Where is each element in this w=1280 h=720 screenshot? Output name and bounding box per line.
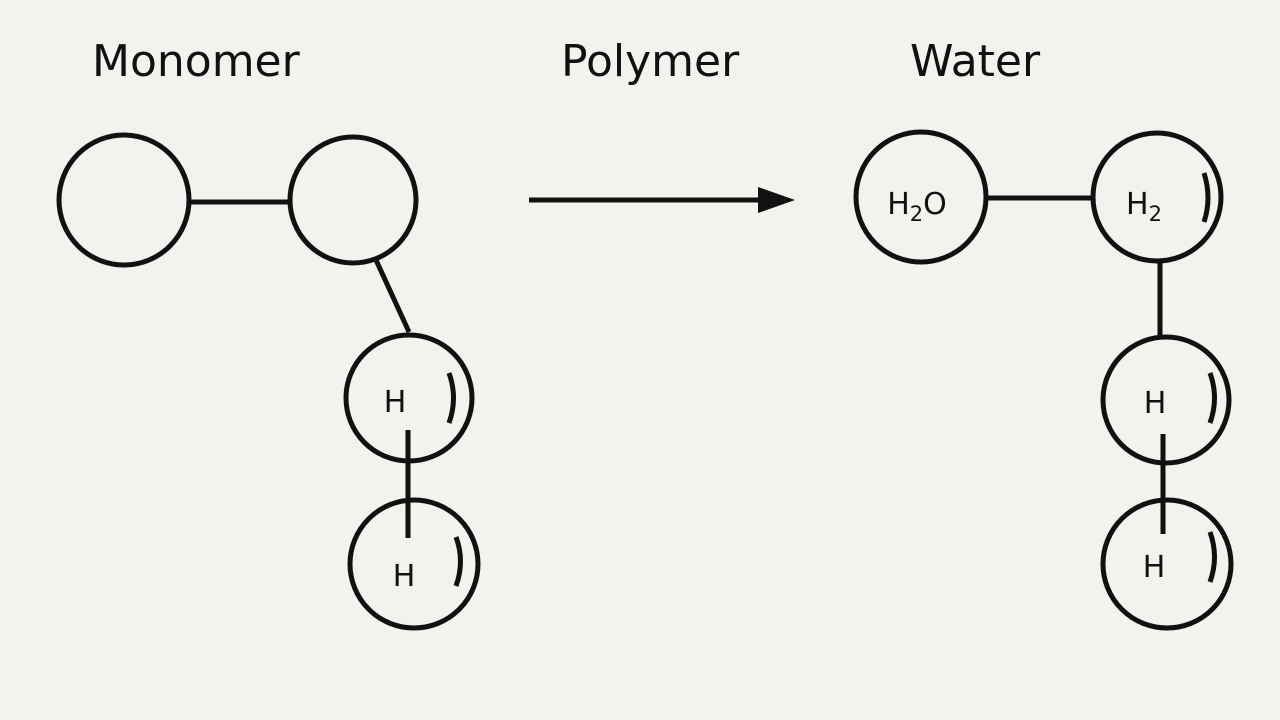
- water-atom-3-bracket-mark: [1207, 372, 1217, 424]
- monomer-atom-1: [56, 132, 192, 268]
- water-structure: H2O H2 H H: [853, 129, 1234, 631]
- water-atom-4: [1100, 497, 1234, 631]
- bond-monomer-2-3: [373, 258, 412, 334]
- water-atom-1: [853, 129, 989, 265]
- monomer-structure: H H: [56, 132, 481, 631]
- water-atom-1-label: H2O: [887, 187, 947, 226]
- arrow-head: [758, 187, 795, 213]
- water-atom-4-bracket-mark: [1207, 531, 1217, 583]
- reaction-arrow: [529, 187, 795, 213]
- monomer-heading: Monomer: [92, 36, 300, 87]
- monomer-atom-4-label: H: [393, 559, 416, 594]
- water-atom-3: [1100, 334, 1232, 466]
- water-atom-3-label: H: [1144, 386, 1167, 421]
- monomer-atom-3-label: H: [384, 385, 407, 420]
- water-atom-2-bracket-mark: [1201, 172, 1211, 223]
- monomer-atom-3-bracket-mark: [446, 372, 456, 424]
- monomer-atom-4-bracket-mark: [453, 536, 463, 587]
- water-heading: Water: [910, 36, 1041, 87]
- monomer-atom-2: [287, 134, 419, 266]
- water-atom-2: [1090, 130, 1224, 264]
- monomer-atom-4: [347, 497, 481, 631]
- water-atom-2-label: H2: [1126, 187, 1162, 226]
- water-atom-4-label: H: [1143, 550, 1166, 585]
- polymer-heading: Polymer: [561, 36, 740, 87]
- monomer-atom-3: [343, 332, 475, 464]
